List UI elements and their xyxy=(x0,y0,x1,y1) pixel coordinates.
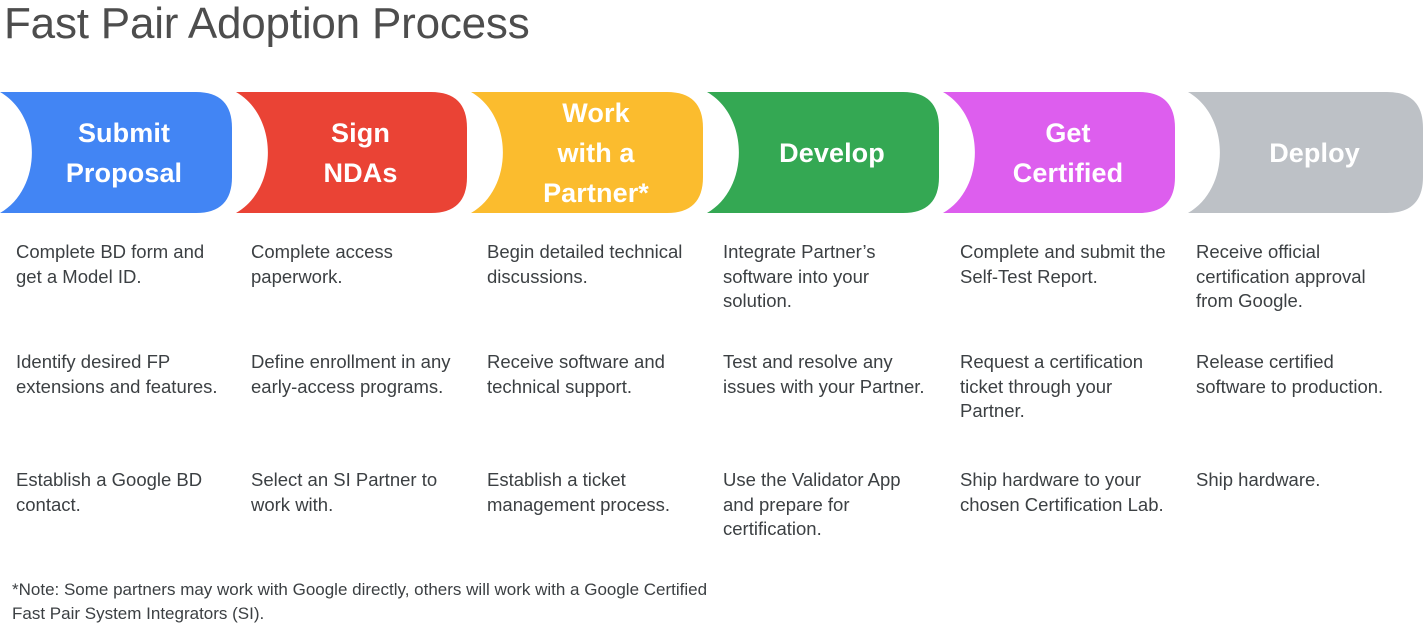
page-title: Fast Pair Adoption Process xyxy=(4,0,530,48)
process-step-label: Work with a Partner* xyxy=(543,97,649,208)
chevron-shape-icon xyxy=(1188,92,1423,213)
detail-cell: Integrate Partner’s software into your s… xyxy=(723,241,876,311)
process-step-label: Develop xyxy=(779,137,885,168)
detail-cell: Request a certification ticket through y… xyxy=(960,351,1144,421)
process-step-sign-ndas[interactable]: Sign NDAs xyxy=(236,92,467,213)
detail-cell: Test and resolve any issues with your Pa… xyxy=(723,351,925,397)
chevron-shape-icon xyxy=(236,92,467,213)
detail-cell: Begin detailed technical discussions. xyxy=(487,241,683,287)
detail-cell: Complete BD form and get a Model ID. xyxy=(16,241,205,287)
detail-cell: Select an SI Partner to work with. xyxy=(251,469,438,515)
detail-cell: Complete access paperwork. xyxy=(251,241,393,287)
detail-cell: Establish a Google BD contact. xyxy=(16,469,203,515)
detail-cell: Ship hardware. xyxy=(1196,469,1321,490)
detail-cell: Receive software and technical support. xyxy=(487,351,665,397)
process-step-develop[interactable]: Develop xyxy=(707,92,939,213)
detail-cell: Release certified software to production… xyxy=(1196,351,1384,397)
process-step-work-with-a-partner[interactable]: Work with a Partner* xyxy=(471,92,703,213)
chevron-shape-icon xyxy=(0,92,232,213)
detail-cell: Define enrollment in any early-access pr… xyxy=(251,351,451,397)
process-step-banner-row: Submit Proposal Sign NDAs Work with a Part… xyxy=(0,92,1423,213)
detail-cell: Identify desired FP extensions and featu… xyxy=(16,351,218,397)
chevron-shape-icon xyxy=(943,92,1175,213)
detail-cell: Complete and submit the Self-Test Report… xyxy=(960,241,1166,287)
chevron-shape-icon xyxy=(471,92,703,213)
process-step-submit-proposal[interactable]: Submit Proposal xyxy=(0,92,232,213)
process-step-label: Submit Proposal xyxy=(65,117,183,188)
process-step-label: Sign NDAs xyxy=(323,117,398,188)
process-step-label: Get Certified xyxy=(1012,117,1124,188)
process-step-label: Deploy xyxy=(1269,137,1360,168)
detail-cell: Ship hardware to your chosen Certificati… xyxy=(960,469,1164,515)
detail-cell: Establish a ticket management process. xyxy=(487,469,671,515)
detail-cell: Receive official certification approval … xyxy=(1196,241,1366,311)
process-step-deploy[interactable]: Deploy xyxy=(1188,92,1423,213)
footnote-note: *Note: Some partners may work with Googl… xyxy=(12,580,708,623)
chevron-shape-icon xyxy=(707,92,939,213)
detail-cell: Use the Validator App and prepare for ce… xyxy=(723,469,901,539)
process-step-get-certified[interactable]: Get Certified xyxy=(943,92,1175,213)
